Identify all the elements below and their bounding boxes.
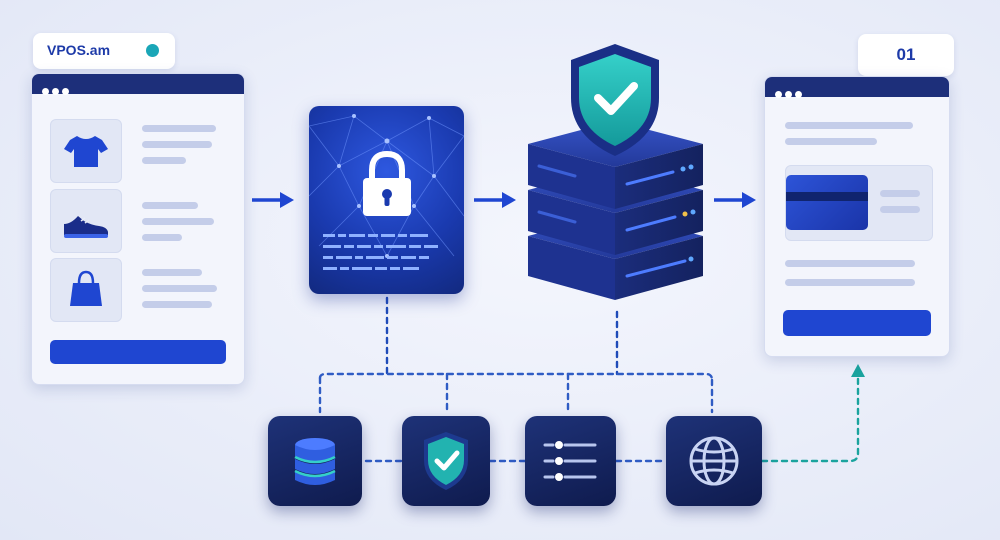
window-dots	[775, 83, 805, 102]
arrowhead-up-icon	[851, 364, 865, 377]
service-database[interactable]	[268, 416, 362, 506]
brand-status-dot	[146, 44, 159, 57]
globe-icon	[689, 436, 739, 486]
brand-name: VPOS.am	[47, 42, 111, 58]
padlock-icon	[363, 150, 411, 216]
product-tile-shirt[interactable]	[50, 119, 122, 183]
arrow-right-icon	[714, 192, 756, 208]
payment-card-area[interactable]	[785, 165, 933, 241]
service-settings[interactable]	[525, 416, 616, 506]
shield-check-icon	[424, 432, 468, 490]
browser-titlebar	[32, 74, 244, 95]
brand-badge: VPOS.am	[33, 33, 175, 69]
browser-titlebar	[765, 77, 949, 98]
checkout-button[interactable]	[50, 340, 226, 364]
connector-bus	[318, 372, 714, 382]
shop-browser-window	[31, 73, 245, 385]
pay-button[interactable]	[783, 310, 931, 336]
sneaker-icon	[64, 216, 108, 238]
database-icon	[294, 438, 336, 485]
arrow-right-icon	[252, 192, 294, 208]
service-network[interactable]	[666, 416, 762, 506]
shield-check-icon	[571, 44, 659, 156]
product-tile-bag[interactable]	[50, 258, 122, 322]
checkout-browser-window	[764, 76, 950, 357]
t-shirt-icon	[64, 136, 108, 167]
server-stack	[528, 44, 703, 300]
step-badge: 01	[858, 34, 954, 76]
window-dots	[42, 80, 72, 99]
connector-globe-to-checkout	[760, 376, 860, 463]
arrow-right-icon	[474, 192, 516, 208]
shopping-bag-icon	[70, 270, 102, 306]
settings-list-icon	[543, 441, 597, 481]
step-number: 01	[896, 45, 916, 64]
encrypted-text-lines	[323, 234, 438, 270]
encryption-panel	[309, 106, 464, 294]
service-security[interactable]	[402, 416, 490, 506]
product-tile-sneaker[interactable]	[50, 189, 122, 253]
credit-card-icon	[786, 175, 868, 230]
